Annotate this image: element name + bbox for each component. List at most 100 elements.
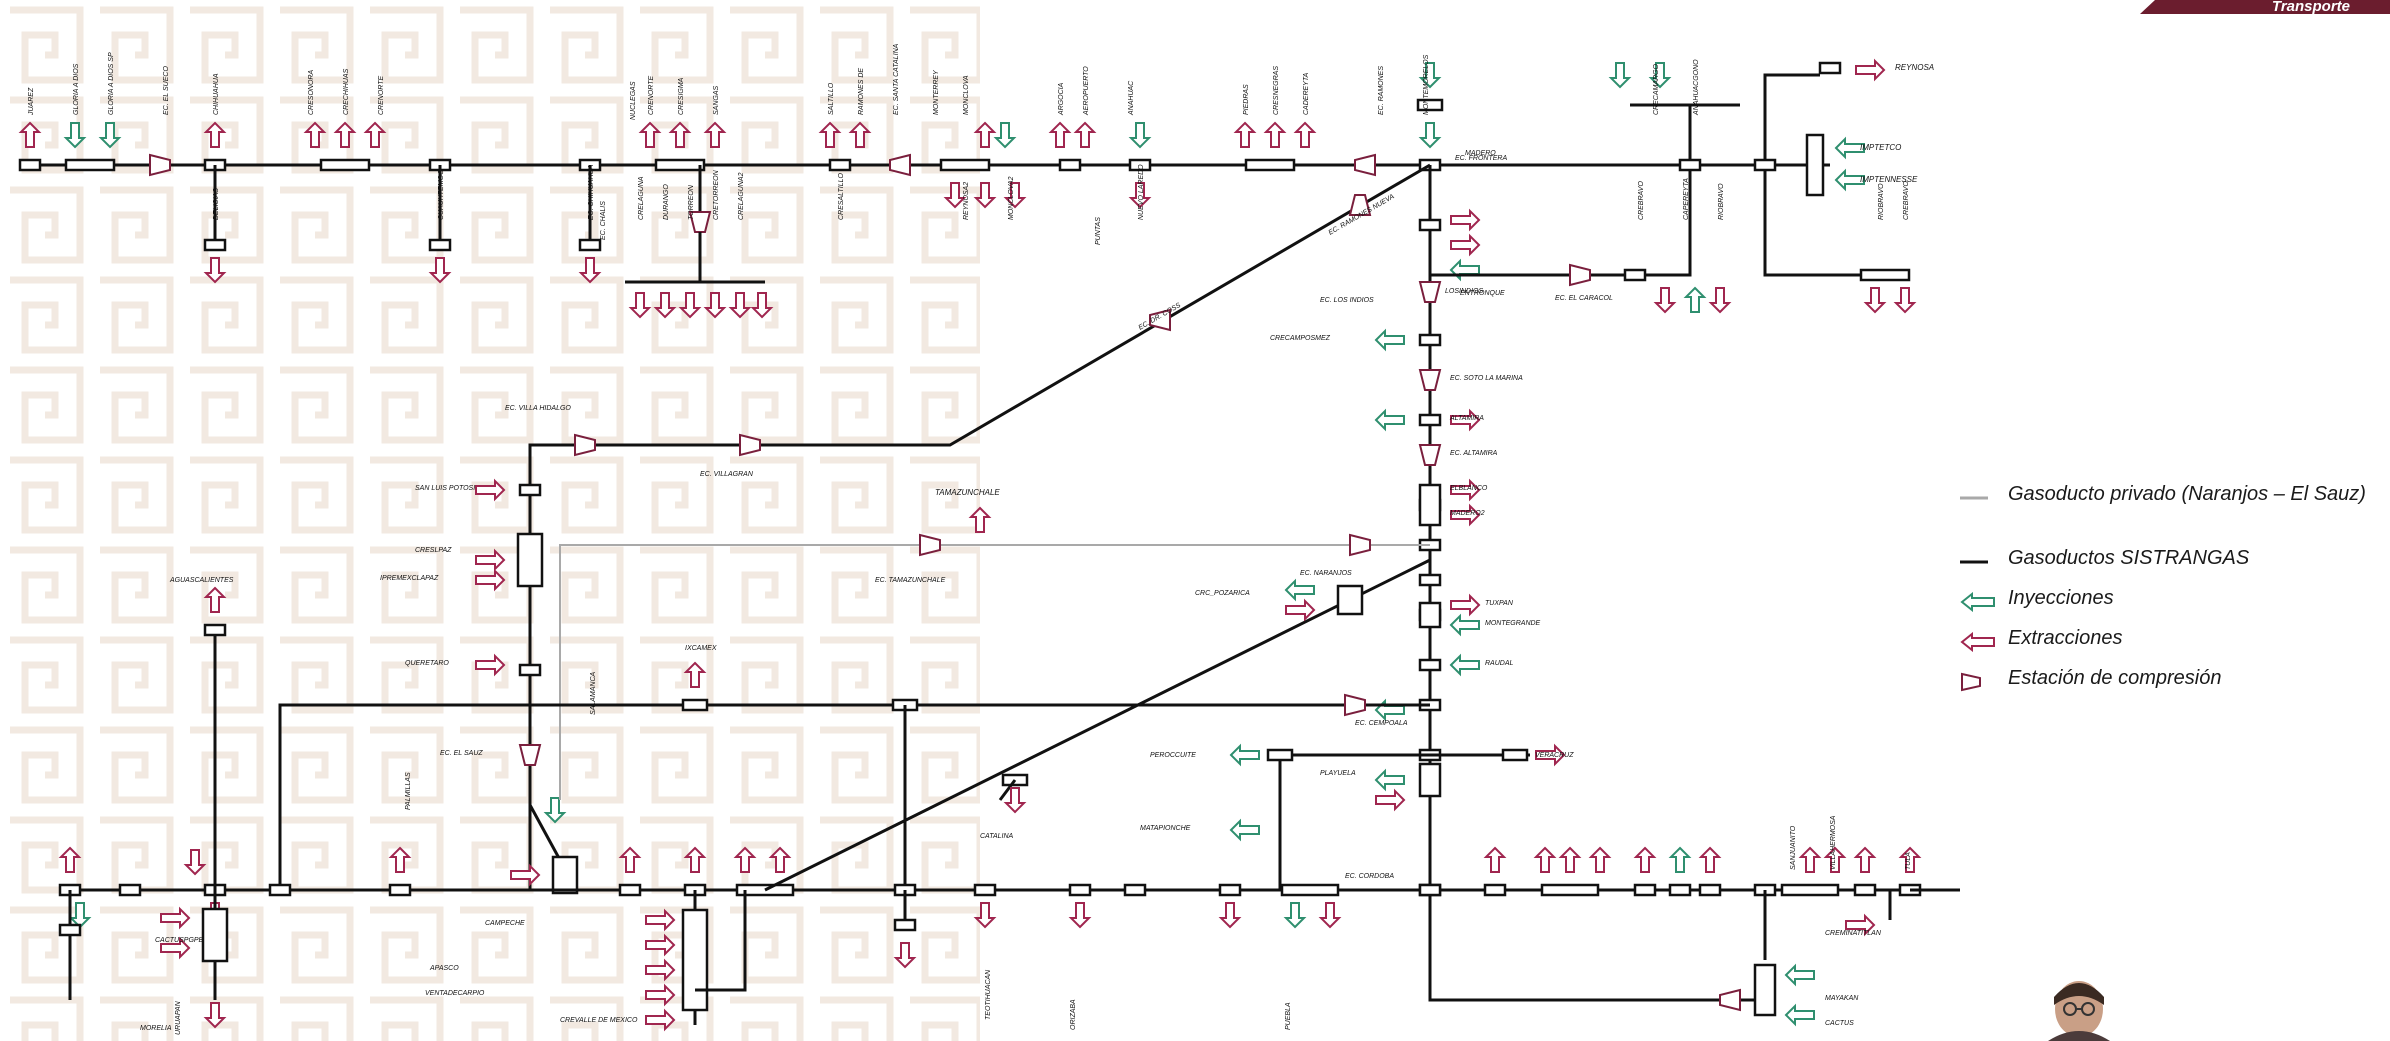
station-label: GLORIA A DIOS SP	[108, 52, 115, 115]
extraction-arrow-icon	[631, 293, 649, 317]
station-label: MADERO	[1465, 150, 1496, 157]
station-label: EC. SOTO LA MARINA	[1450, 375, 1523, 382]
station-node	[1680, 160, 1700, 170]
legend-injection-label: Inyecciones	[2008, 586, 2114, 610]
extraction-arrow-icon	[621, 848, 639, 872]
extraction-arrow-icon	[753, 293, 771, 317]
station-label: TULA	[1905, 852, 1912, 870]
station-label: EC. EL SAUZ	[440, 750, 483, 757]
extraction-arrow-icon	[706, 293, 724, 317]
station-node	[1338, 586, 1362, 614]
station-label: CRESALTILLO	[838, 173, 845, 220]
station-label: CRELAGUNA	[638, 176, 645, 220]
station-node	[205, 625, 225, 635]
station-node	[1420, 485, 1440, 525]
station-node	[1782, 885, 1838, 895]
extraction-arrow-icon	[391, 848, 409, 872]
station-label: SANJUANITO	[1790, 825, 1797, 870]
station-label: CRENORTE	[378, 76, 385, 115]
extraction-arrow-icon	[646, 1011, 674, 1029]
injection-arrow-icon	[1611, 63, 1629, 87]
station-node	[1670, 885, 1690, 895]
station-label: MONTEMORELOS	[1423, 54, 1430, 115]
injection-arrow-icon	[1231, 821, 1259, 839]
station-node	[941, 160, 989, 170]
station-label: PEROCCUITE	[1150, 752, 1196, 759]
station-label: TORREON	[688, 184, 695, 220]
extraction-arrow-icon	[476, 571, 504, 589]
extraction-arrow-icon	[706, 123, 724, 147]
extraction-arrow-icon	[821, 123, 839, 147]
extraction-arrow-icon	[976, 123, 994, 147]
hollow-arrow-left-icon	[1958, 592, 2004, 612]
injection-arrow-icon	[1451, 616, 1479, 634]
extraction-arrow-icon	[976, 903, 994, 927]
station-node	[270, 885, 290, 895]
extraction-arrow-icon	[1266, 123, 1284, 147]
station-label: EC. VILLAGRAN	[700, 471, 754, 478]
station-node	[321, 160, 369, 170]
legend-item-compression: Estación de compresión	[1958, 662, 2378, 702]
compression-station-icon	[1350, 535, 1370, 555]
station-node	[1060, 160, 1080, 170]
station-node	[66, 160, 114, 170]
extraction-arrow-icon	[186, 850, 204, 874]
station-label: ORIZABA	[1070, 999, 1077, 1030]
station-label: RIOBRAVO	[1878, 183, 1885, 220]
station-label: CRETORREON	[713, 169, 720, 220]
legend-item-extraction: Extracciones	[1958, 622, 2378, 662]
station-node	[1820, 63, 1840, 73]
extraction-arrow-icon	[1866, 288, 1884, 312]
extraction-arrow-icon	[1636, 848, 1654, 872]
black-line-icon	[1958, 552, 2004, 572]
injection-arrow-icon	[1231, 746, 1259, 764]
extraction-arrow-icon	[1451, 211, 1479, 229]
compression-station-icon	[1720, 990, 1740, 1010]
extraction-arrow-icon	[896, 943, 914, 967]
station-label: CRELAGUNA2	[738, 172, 745, 220]
station-label: MAYAKAN	[1825, 995, 1859, 1002]
station-label: PIEDRAS	[1243, 84, 1250, 115]
injection-arrow-icon	[1286, 581, 1314, 599]
legend-item-injection: Inyecciones	[1958, 582, 2378, 622]
extraction-arrow-icon	[1486, 848, 1504, 872]
extraction-arrow-icon	[306, 123, 324, 147]
station-node	[1070, 885, 1090, 895]
legend-compression-label: Estación de compresión	[2008, 666, 2221, 690]
station-label: IPREMEXCLAPAZ	[380, 575, 439, 582]
station-label: EC. LOS INDIOS	[1320, 297, 1374, 304]
station-label: EC. SANTA CATALINA	[893, 43, 900, 115]
extraction-arrow-icon	[1801, 848, 1819, 872]
station-label: CRECAMPOSMEZ	[1270, 335, 1331, 342]
station-node	[1420, 660, 1440, 670]
extraction-arrow-icon	[366, 123, 384, 147]
station-node	[203, 909, 227, 961]
station-label: CRESONORA	[308, 70, 315, 115]
station-node	[520, 485, 540, 495]
station-node	[1700, 885, 1720, 895]
station-node	[580, 240, 600, 250]
extraction-arrow-icon	[511, 866, 539, 884]
station-label: EC. CHALIS	[600, 201, 607, 240]
station-label: PUEBLA	[1285, 1002, 1292, 1030]
station-label: CREBRAVO	[1638, 181, 1645, 220]
station-label: CATALINA	[980, 833, 1014, 840]
station-node	[620, 885, 640, 895]
extraction-arrow-icon	[946, 183, 964, 207]
compression-station-icon	[1570, 265, 1590, 285]
extraction-arrow-icon	[1856, 848, 1874, 872]
extraction-arrow-icon	[681, 293, 699, 317]
compression-station-icon	[1420, 282, 1440, 302]
station-node	[1420, 220, 1440, 230]
extraction-arrow-icon	[1221, 903, 1239, 927]
station-label: RAUDAL	[1485, 660, 1514, 667]
extraction-arrow-icon	[646, 936, 674, 954]
station-label: NUEVO LAREDO	[1138, 164, 1145, 220]
station-node	[1485, 885, 1505, 895]
extraction-arrow-icon	[641, 123, 659, 147]
station-label: SANGAS	[713, 85, 720, 115]
injection-arrow-icon	[1286, 903, 1304, 927]
extraction-arrow-icon	[646, 911, 674, 929]
extraction-arrow-icon	[1006, 788, 1024, 812]
station-label: CRESLPAZ	[415, 547, 452, 554]
